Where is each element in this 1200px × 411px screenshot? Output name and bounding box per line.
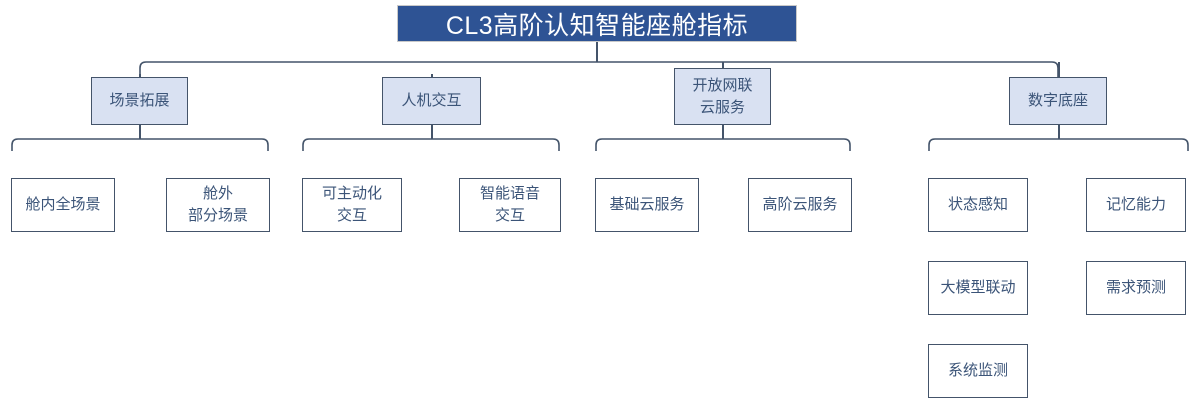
leaf-node-cloud-basic[interactable]: 基础云服务 xyxy=(595,178,699,232)
leaf-node-cloud-adv[interactable]: 高阶云服务 xyxy=(748,178,852,232)
branch-node-hmi[interactable]: 人机交互 xyxy=(382,77,481,125)
connector-stem-digital-base xyxy=(1058,125,1060,139)
leaf-node-db-state[interactable]: 状态感知 xyxy=(928,178,1028,232)
connector-stem-scene xyxy=(139,125,141,139)
leaf-node-db-memory[interactable]: 记忆能力 xyxy=(1086,178,1186,232)
leaf-node-db-monitor[interactable]: 系统监测 xyxy=(928,344,1028,398)
branch-label-hmi: 人机交互 xyxy=(401,92,462,109)
branch-node-scene[interactable]: 场景拓展 xyxy=(91,77,188,125)
leaf-label-hmi-voice: 智能语音 交互 xyxy=(479,185,540,224)
branch-label-digital-base: 数字底座 xyxy=(1027,92,1088,109)
connector-drop-hmi xyxy=(431,74,433,78)
branch-label-cloud: 开放网联 云服务 xyxy=(692,76,753,116)
branch-node-cloud[interactable]: 开放网联 云服务 xyxy=(674,68,771,125)
leaf-label-db-monitor: 系统监测 xyxy=(947,362,1008,379)
leaf-node-db-llm[interactable]: 大模型联动 xyxy=(928,261,1028,315)
leaf-node-scene-in[interactable]: 舱内全场景 xyxy=(11,178,115,232)
leaf-label-db-state: 状态感知 xyxy=(947,196,1008,213)
connector-bracket-cloud xyxy=(595,132,852,152)
leaf-label-cloud-adv: 高阶云服务 xyxy=(762,196,838,213)
connector-bracket-scene xyxy=(11,132,270,152)
leaf-node-scene-out[interactable]: 舱外 部分场景 xyxy=(166,178,270,232)
leaf-label-cloud-basic: 基础云服务 xyxy=(609,196,685,213)
connector-bracket-hmi xyxy=(302,132,561,152)
connector-title-stem xyxy=(596,42,598,62)
diagram-title: CL3高阶认知智能座舱指标 xyxy=(397,5,797,42)
branch-node-digital-base[interactable]: 数字底座 xyxy=(1009,77,1107,125)
connector-stem-cloud xyxy=(722,125,724,139)
leaf-node-hmi-voice[interactable]: 智能语音 交互 xyxy=(459,178,561,232)
connector-drop-digital-base xyxy=(1058,62,1060,78)
leaf-label-db-memory: 记忆能力 xyxy=(1105,196,1166,213)
connector-top-bus xyxy=(139,55,1059,81)
leaf-label-scene-in: 舱内全场景 xyxy=(25,196,101,213)
leaf-label-scene-out: 舱外 部分场景 xyxy=(187,185,248,224)
leaf-label-db-llm: 大模型联动 xyxy=(940,279,1016,296)
leaf-label-hmi-proactive: 可主动化 交互 xyxy=(321,185,382,224)
leaf-node-db-demand[interactable]: 需求预测 xyxy=(1086,261,1186,315)
connector-bracket-digital-base xyxy=(928,132,1190,152)
branch-label-scene: 场景拓展 xyxy=(109,92,170,109)
leaf-label-db-demand: 需求预测 xyxy=(1105,279,1166,296)
connector-drop-scene xyxy=(139,74,141,78)
connector-stem-hmi xyxy=(431,125,433,139)
leaf-node-hmi-proactive[interactable]: 可主动化 交互 xyxy=(302,178,402,232)
